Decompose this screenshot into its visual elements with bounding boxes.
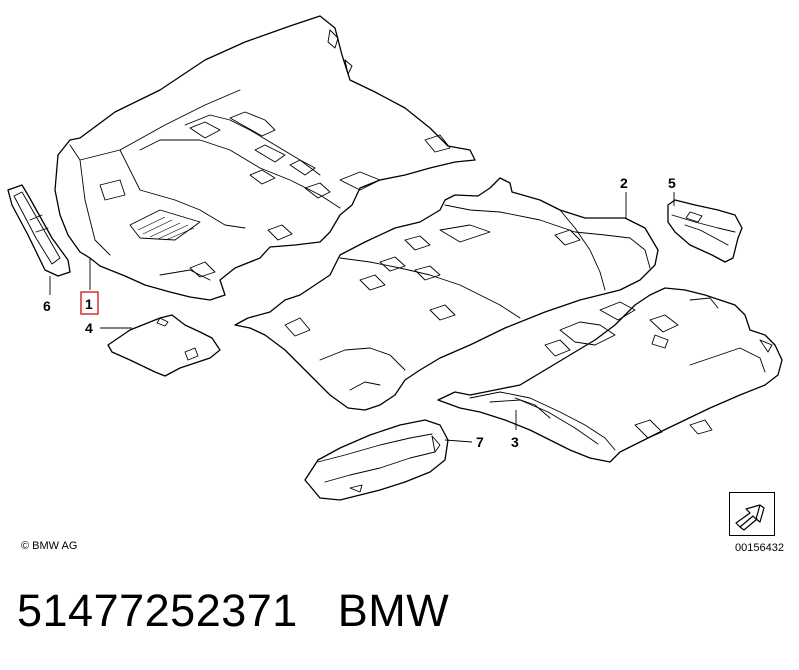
part-6-side-trim[interactable] — [7, 184, 71, 277]
callout-2[interactable]: 2 — [620, 175, 628, 191]
callout-5-label: 5 — [668, 175, 676, 191]
callout-1[interactable]: 1 — [80, 291, 99, 315]
reference-number: 00156432 — [735, 542, 784, 554]
parts-diagram: 1 2 3 4 5 6 7 — [7, 15, 783, 501]
footer: 51477252371 BMW — [17, 585, 449, 637]
callout-3-label: 3 — [511, 434, 519, 450]
callout-4[interactable]: 4 — [85, 320, 93, 336]
callout-7[interactable]: 7 — [476, 434, 484, 450]
part-number: 51477252371 — [17, 585, 298, 636]
part-7-rear-mat[interactable] — [304, 419, 449, 501]
callout-1-highlight — [80, 291, 99, 315]
callout-7-label: 7 — [476, 434, 484, 450]
part-3-rear-floor-carpet[interactable] — [437, 287, 783, 463]
copyright-notice: © BMW AG — [21, 540, 78, 552]
callout-4-label: 4 — [85, 320, 93, 336]
callout-1-label: 1 — [85, 296, 93, 312]
brand-name: BMW — [337, 585, 450, 636]
part-1-front-floor-carpet[interactable] — [54, 15, 476, 301]
callout-6[interactable]: 6 — [43, 298, 51, 314]
leader-lines — [49, 192, 675, 443]
part-5-bracket[interactable] — [667, 199, 743, 263]
callout-6-label: 6 — [43, 298, 51, 314]
orientation-arrow-icon — [729, 492, 775, 536]
callout-5[interactable]: 5 — [668, 175, 676, 191]
part-4-floor-mat[interactable] — [107, 314, 221, 377]
part-2-center-tunnel-carpet[interactable] — [234, 177, 659, 411]
callout-3[interactable]: 3 — [511, 434, 519, 450]
callout-2-label: 2 — [620, 175, 628, 191]
